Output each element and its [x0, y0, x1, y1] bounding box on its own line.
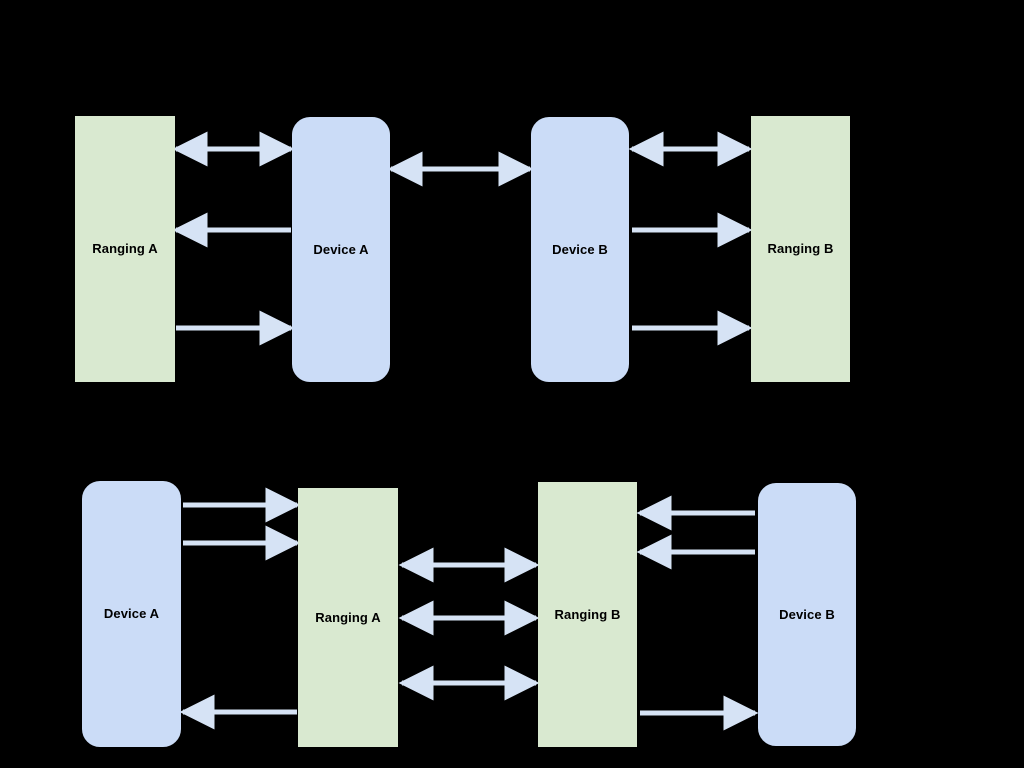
edge-hit-b-e4[interactable] [402, 558, 536, 572]
edge-hit-b-e3[interactable] [183, 705, 297, 719]
edge-hit-b-e9[interactable] [640, 706, 755, 720]
node-bot-ranging-a[interactable]: Ranging A [298, 488, 398, 747]
node-label: Ranging B [767, 241, 834, 257]
edge-hit-b-e5[interactable] [402, 611, 536, 625]
node-bot-device-a[interactable]: Device A [82, 481, 181, 747]
edge-hit-t-e7[interactable] [632, 321, 749, 335]
node-top-device-a[interactable]: Device A [292, 117, 390, 382]
node-bot-ranging-b[interactable]: Ranging B [538, 482, 637, 747]
node-top-ranging-b[interactable]: Ranging B [751, 116, 850, 382]
edge-hit-t-e3[interactable] [176, 321, 291, 335]
node-label: Device A [103, 606, 160, 622]
edge-hit-b-e6[interactable] [402, 676, 536, 690]
edge-hit-t-e5[interactable] [632, 142, 749, 156]
edge-hit-b-e1[interactable] [183, 498, 297, 512]
node-bot-device-b[interactable]: Device B [758, 483, 856, 746]
node-label: Device B [779, 606, 835, 622]
edge-hit-t-e1[interactable] [176, 142, 291, 156]
edge-hit-b-e8[interactable] [640, 545, 755, 559]
edge-hit-t-e6[interactable] [632, 223, 749, 237]
node-label: Ranging B [554, 606, 621, 622]
edge-hit-b-e2[interactable] [183, 536, 297, 550]
node-top-ranging-a[interactable]: Ranging A [75, 116, 175, 382]
node-label: Ranging A [315, 609, 381, 625]
node-label: Ranging A [92, 241, 158, 257]
edge-hit-t-e4[interactable] [391, 162, 530, 176]
node-label: Device A [313, 241, 369, 257]
node-top-device-b[interactable]: Device B [531, 117, 629, 382]
edge-hit-b-e7[interactable] [640, 506, 755, 520]
node-label: Device B [552, 241, 608, 257]
edge-hit-t-e2[interactable] [176, 223, 291, 237]
